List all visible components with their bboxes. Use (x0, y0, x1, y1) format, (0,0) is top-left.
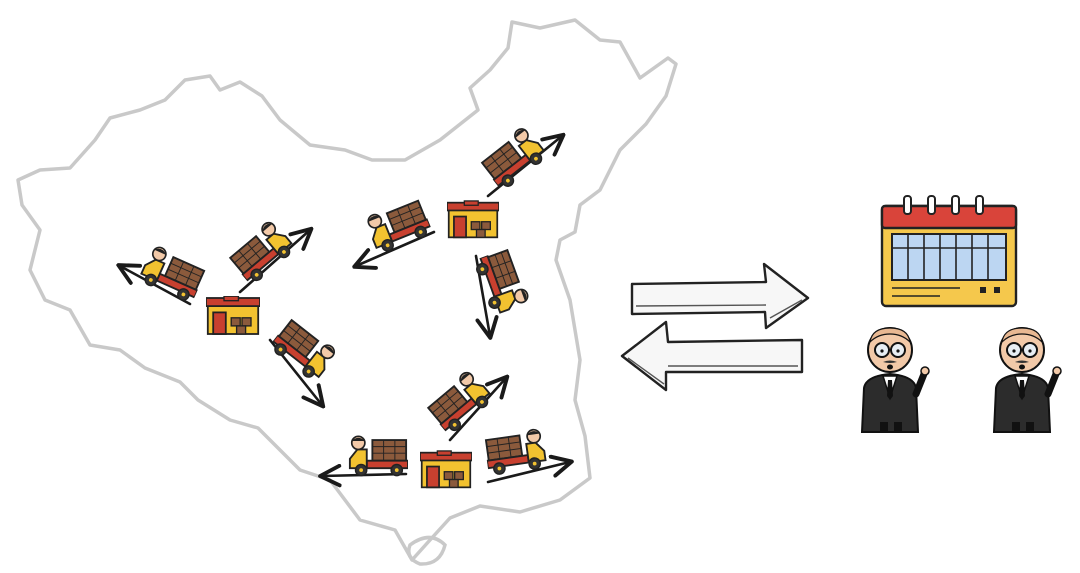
warehouse-icon (420, 450, 472, 489)
hainan-island-outline (407, 535, 447, 566)
two-way-exchange-arrows-icon (620, 262, 810, 392)
delivery-truck-icon (423, 367, 496, 438)
china-map-outline (16, 18, 678, 562)
exchange-arrow-left (620, 320, 804, 392)
truck-north-hub-northeast (477, 124, 550, 193)
exchange-arrow-left-shade (627, 357, 798, 385)
exchange-arrow-right-shade (635, 299, 803, 319)
exchange-arrow-right (630, 262, 810, 330)
route-arrow (448, 374, 510, 442)
truck-south-hub-northeast (423, 367, 496, 438)
truck-west-hub-northeast (225, 217, 298, 288)
truck-south-hub-east (483, 427, 548, 477)
delivery-truck-icon (483, 427, 548, 477)
route-arrow (238, 226, 314, 294)
warehouse-icon (447, 200, 499, 239)
delivery-truck-icon (225, 217, 298, 288)
delivery-truck-icon (267, 315, 340, 384)
manager-person-icon (862, 328, 929, 432)
route-arrow (486, 454, 574, 484)
truck-north-hub-south (472, 246, 532, 317)
truck-west-hub-southeast (267, 315, 340, 384)
delivery-truck-icon (477, 124, 550, 193)
delivery-truck-icon (472, 246, 532, 317)
calendar-icon (880, 195, 1018, 308)
manager-person-icon (994, 328, 1061, 432)
truck-south-hub-west (348, 435, 408, 477)
warehouse-icon (206, 296, 260, 335)
delivery-truck-icon (348, 435, 408, 477)
